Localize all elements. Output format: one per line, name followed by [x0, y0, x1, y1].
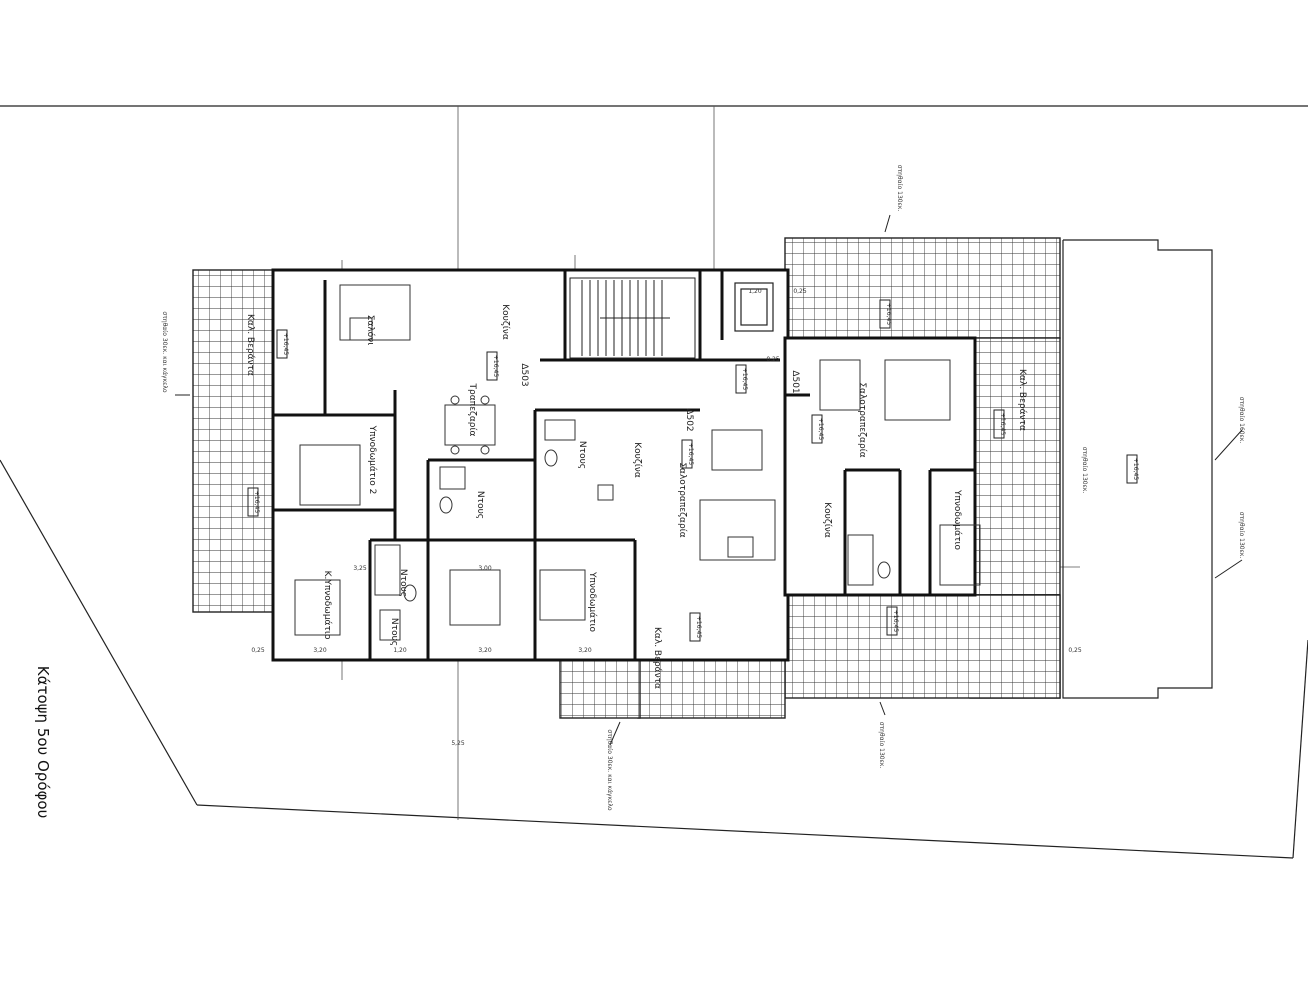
door-tags: Δ503 Δ502 Δ501	[519, 363, 800, 431]
dimension-label: 5,25	[451, 740, 465, 747]
level-value: +16,45	[999, 413, 1006, 435]
room-label-kouzina-b: Κουζίνα	[632, 442, 642, 478]
dimension-label: 3,20	[313, 647, 327, 654]
level-value: +16,45	[282, 333, 289, 355]
dimension-label: 0,25	[1068, 647, 1082, 654]
room-label-trapezaria: Τραπεζαρία	[467, 383, 477, 437]
room-label-ntouz-b: Ντους	[577, 441, 587, 469]
level-value: +16,45	[741, 368, 748, 390]
room-label-front-balcony: Καλ. Βεράντα	[652, 627, 662, 689]
room-labels: Καλ. Βεράντα Σαλόνι Κουζίνα Τραπεζαρία Υ…	[245, 304, 1027, 689]
walls	[271, 268, 977, 662]
dimension-label: 3,20	[578, 647, 592, 654]
note-railing-left: στηθαίο 30εκ. και κάγκελο	[161, 311, 168, 392]
drawing-title: Κάτοψη 5ου Ορόφου	[34, 666, 52, 819]
level-value: +16,45	[885, 303, 892, 325]
door-tag-d503: Δ503	[519, 363, 529, 386]
dimension-label: 0,25	[793, 288, 807, 295]
furniture	[294, 284, 981, 636]
level-value: +16,45	[253, 491, 260, 513]
room-label-saloni-trapezaria-b: Σαλοτραπεζαρία	[677, 462, 687, 537]
sanitary-fixtures	[379, 449, 891, 641]
room-label-k-ypnodomatio: Κ.Υπνοδωμάτιο	[322, 571, 332, 640]
plot-boundary	[0, 105, 1308, 859]
left-balcony	[192, 269, 274, 613]
dimension-labels: 3,20 3,20 3,20 0,25 1,20 0,25 1,20 0,25 …	[251, 288, 1082, 747]
room-label-right-balcony: Καλ. Βεράντα	[1017, 369, 1027, 431]
dimension-label: 3,20	[478, 647, 492, 654]
roof-area	[1062, 239, 1213, 699]
room-label-saloni: Σαλόνι	[365, 315, 376, 346]
level-markers	[247, 299, 1138, 642]
level-value: +16,45	[892, 610, 899, 632]
level-values: +16,45 +16,45 +16,45 +16,45 +16,45 +16,4…	[253, 303, 1139, 638]
room-label-ntouz-c: Ντους	[398, 569, 408, 597]
dimension-label: 3,00	[478, 565, 492, 572]
note-leaders	[175, 214, 1243, 746]
dimension-label: 0,25	[766, 356, 780, 363]
door-tag-d501: Δ501	[790, 370, 800, 393]
dimension-label: 1,20	[748, 288, 762, 295]
room-label-ypnodomatio-b: Υπνοδωμάτιο	[587, 571, 597, 633]
door-tag-d502: Δ502	[684, 408, 694, 431]
front-balcony-ext	[559, 654, 641, 719]
level-value: +16,45	[695, 616, 702, 638]
level-value: +16,45	[817, 418, 824, 440]
dimension-label: 0,25	[251, 647, 265, 654]
bottom-right-terrace	[784, 594, 1061, 699]
note-railing-bottom-b: στηθαίο 130εκ.	[878, 722, 885, 769]
room-label-kouzina-a: Κουζίνα	[500, 304, 510, 340]
top-right-terrace	[784, 237, 1061, 339]
room-label-ntouz-d: Ντους	[389, 618, 399, 646]
room-label-ypnodomatio-2: Υπνοδωμάτιο 2	[367, 425, 377, 495]
railing-notes: στηθαίο 30εκ. και κάγκελο στηθαίο 130εκ.…	[161, 165, 1245, 811]
staircase	[569, 277, 696, 359]
note-railing-top: στηθαίο 130εκ.	[896, 165, 903, 212]
room-label-kouzina-c: Κουζίνα	[822, 502, 832, 538]
level-value: +16,45	[492, 355, 499, 377]
note-railing-right-b: στηθαίο 130εκ.	[1081, 447, 1088, 494]
dimension-label: 3,25	[353, 565, 367, 572]
dimension-label: 1,20	[393, 647, 407, 654]
level-value: +16,45	[1132, 458, 1139, 480]
room-label-saloni-trapezaria-c: Σαλοτραπεζαρία	[857, 382, 867, 457]
room-label-left-balcony: Καλ. Βεράντα	[245, 314, 255, 376]
level-value: +16,45	[687, 443, 694, 465]
note-railing-right-c: στηθαίο 130εκ.	[1238, 512, 1245, 559]
room-label-ntouz-a: Ντους	[475, 491, 485, 519]
room-label-ypnodomatio-c: Υπνοδωμάτιο	[952, 489, 962, 551]
elevator	[734, 282, 774, 332]
note-railing-bottom-a: στηθαίο 30εκ. και κάγκελο	[606, 729, 613, 810]
note-railing-right-a: στηθαίο 160εκ.	[1238, 397, 1245, 444]
